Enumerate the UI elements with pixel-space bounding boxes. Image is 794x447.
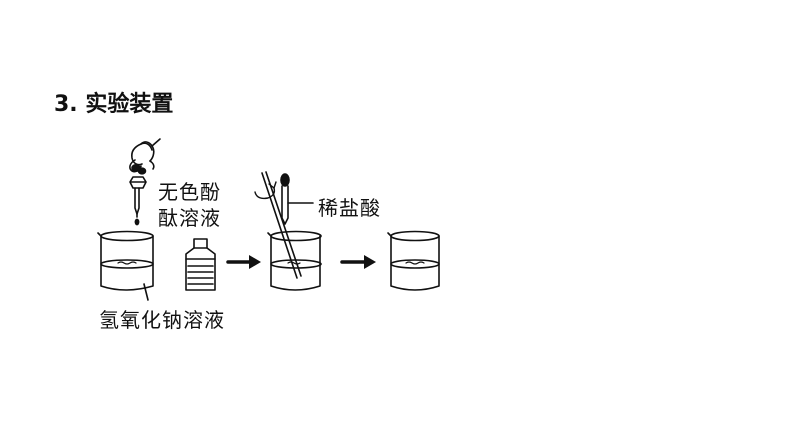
beaker-icon xyxy=(267,230,322,291)
label-leader-line xyxy=(143,283,149,301)
indicator-label-line1: 无色酚 xyxy=(158,180,221,204)
section-heading: 3. 实验装置 xyxy=(54,92,174,117)
arrow-right-icon xyxy=(340,255,376,269)
reagent-bottle-icon xyxy=(185,238,216,291)
beaker-icon xyxy=(97,230,154,291)
naoh-solution-label: 氢氧化钠溶液 xyxy=(99,308,225,332)
acid-label: 稀盐酸 xyxy=(318,196,381,220)
stirring-rod-icon xyxy=(254,171,302,279)
acid-dropper-icon xyxy=(280,173,314,225)
indicator-label-line2: 酞溶液 xyxy=(158,206,221,230)
arrow-right-icon xyxy=(226,255,261,269)
beaker-icon xyxy=(387,230,440,291)
dropper-hand-icon xyxy=(129,138,161,226)
